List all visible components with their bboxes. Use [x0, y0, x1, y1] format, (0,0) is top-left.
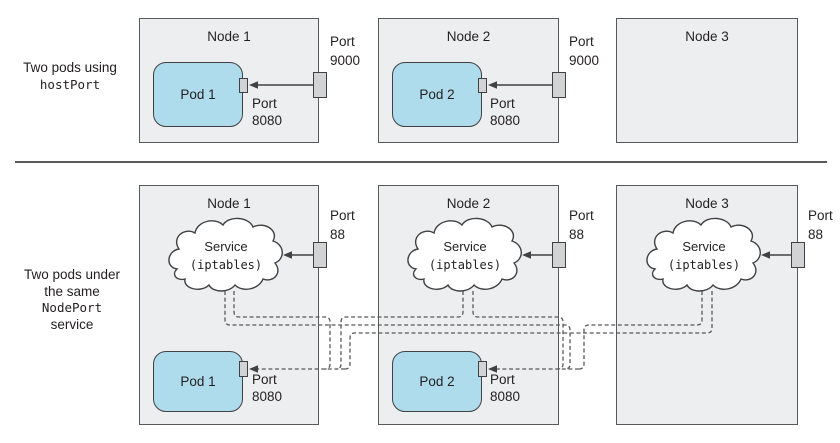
bottom-node1-port88-block — [313, 242, 327, 268]
dashed-arrow-into-pod2-port — [488, 365, 579, 373]
nodeport-caption-line3: service — [50, 316, 94, 332]
service-label: Service — [443, 239, 486, 254]
port-word: Port — [808, 208, 833, 223]
top-node3-title: Node 3 — [685, 29, 729, 44]
service-cloud-node1: Service (iptables) — [168, 217, 283, 292]
top-pod2-port-tab — [478, 78, 487, 93]
bottom-node3-title: Node 3 — [685, 196, 729, 211]
service-impl-label: (iptables) — [190, 258, 262, 272]
hostport-caption-code: hostPort — [39, 77, 101, 92]
service-cloud-node2: Service (iptables) — [407, 217, 522, 292]
service-cloud-node3: Service (iptables) — [646, 217, 761, 292]
top-pod2-label: Pod 2 — [419, 87, 455, 102]
top-pod2-port8080-label: Port 8080 — [490, 95, 520, 129]
bottom-node2-port88-block — [552, 242, 566, 268]
bottom-node1-title: Node 1 — [207, 196, 251, 211]
nodeport-caption: Two pods under the same NodePort service — [6, 267, 138, 333]
port-number: 88 — [330, 227, 346, 242]
bottom-pod2-label: Pod 2 — [419, 374, 455, 389]
port-word: Port — [252, 96, 277, 111]
nodeport-caption-code: NodePort — [41, 300, 103, 315]
port-word: Port — [252, 372, 277, 387]
arrow-port9000-to-pod1 — [249, 81, 313, 89]
port-word: Port — [569, 34, 594, 49]
port-number: 88 — [808, 227, 824, 242]
service-impl-label: (iptables) — [429, 258, 501, 272]
hostport-caption: Two pods using hostPort — [6, 59, 134, 93]
port-word: Port — [569, 208, 594, 223]
top-pod1-box: Pod 1 — [153, 62, 243, 127]
bottom-pod2-box: Pod 2 — [392, 351, 482, 412]
service-label: Service — [204, 239, 247, 254]
bottom-pod1-port8080-label: Port 8080 — [252, 371, 282, 405]
bottom-node2-title: Node 2 — [446, 196, 491, 211]
arrow-port88-to-service3 — [761, 251, 791, 259]
top-node3-box — [616, 18, 798, 143]
route-service3-to-pod2 — [578, 291, 703, 370]
service-impl-label: (iptables) — [668, 258, 740, 272]
hostport-caption-line1: Two pods using — [23, 60, 117, 75]
top-node1-title: Node 1 — [207, 29, 251, 44]
port-number: 8080 — [252, 389, 283, 404]
nodeport-caption-line1: Two pods under — [23, 267, 121, 282]
bottom-pod2-port-tab — [478, 361, 487, 377]
arrow-port88-to-service2 — [522, 251, 552, 259]
section-divider — [15, 161, 827, 163]
port-number: 88 — [569, 227, 585, 242]
top-node1-port9000-label: Port 9000 — [330, 32, 360, 70]
top-node2-port9000-block — [552, 72, 566, 98]
bottom-pod1-label: Pod 1 — [180, 374, 216, 389]
port-word: Port — [490, 372, 515, 387]
arrow-port9000-to-pod2 — [488, 81, 552, 89]
route-service2-to-pod2 — [472, 291, 564, 370]
top-pod1-label: Pod 1 — [180, 87, 216, 102]
port-number: 8080 — [252, 113, 283, 128]
port-number: 9000 — [330, 53, 361, 68]
route-service1-to-pod1 — [233, 291, 331, 370]
top-node2-title: Node 2 — [446, 29, 491, 44]
service-label: Service — [682, 239, 725, 254]
top-node2-port9000-label: Port 9000 — [569, 32, 599, 70]
top-pod1-port8080-label: Port 8080 — [252, 95, 282, 129]
bottom-node1-port88-label: Port 88 — [330, 206, 355, 244]
route-service1-to-pod2 — [224, 291, 571, 370]
bottom-pod2-port8080-label: Port 8080 — [490, 371, 520, 405]
top-pod1-port-tab — [239, 78, 248, 93]
arrow-port88-to-service1 — [283, 251, 313, 259]
nodeport-caption-line2: the same — [44, 283, 100, 299]
route-service2-to-pod1 — [335, 291, 464, 370]
port-number: 8080 — [490, 389, 521, 404]
bottom-node2-port88-label: Port 88 — [569, 206, 594, 244]
bottom-node3-port88-block — [791, 242, 805, 268]
top-node1-port9000-block — [313, 72, 327, 98]
bottom-pod1-port-tab — [239, 361, 248, 377]
port-word: Port — [330, 208, 355, 223]
top-pod2-box: Pod 2 — [392, 62, 482, 127]
port-word: Port — [330, 34, 355, 49]
port-number: 9000 — [569, 53, 600, 68]
bottom-pod1-box: Pod 1 — [153, 351, 243, 412]
dashed-arrow-into-pod1-port — [249, 365, 345, 373]
port-number: 8080 — [490, 113, 521, 128]
route-service3-to-pod1 — [344, 291, 713, 370]
bottom-node3-port88-label: Port 88 — [808, 206, 833, 244]
port-word: Port — [490, 96, 515, 111]
